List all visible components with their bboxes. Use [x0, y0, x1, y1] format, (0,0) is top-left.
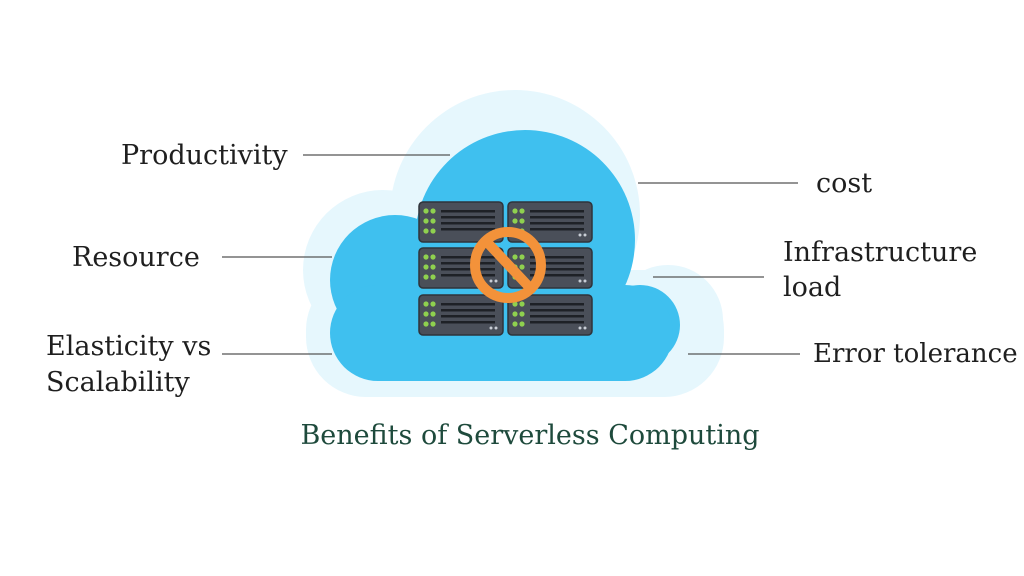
server-unit — [418, 247, 504, 289]
label-productivity: Productivity — [121, 140, 288, 171]
label-cost: cost — [816, 168, 873, 199]
server-unit — [418, 294, 504, 336]
connector-lines — [222, 154, 800, 355]
no-sign-icon — [470, 227, 546, 303]
label-error-tolerance: Error tolerance — [813, 339, 1018, 369]
label-infrastructure-line1: Infrastructure — [783, 237, 978, 268]
label-infrastructure-line2: load — [783, 272, 842, 303]
server-unit — [507, 294, 593, 336]
server-rack-icon — [418, 201, 593, 336]
label-elasticity-line1: Elasticity vs — [46, 331, 212, 362]
server-unit — [418, 201, 504, 243]
diagram-caption: Benefits of Serverless Computing — [300, 420, 760, 451]
label-resource: Resource — [72, 242, 200, 273]
label-elasticity-line2: Scalability — [46, 367, 190, 398]
